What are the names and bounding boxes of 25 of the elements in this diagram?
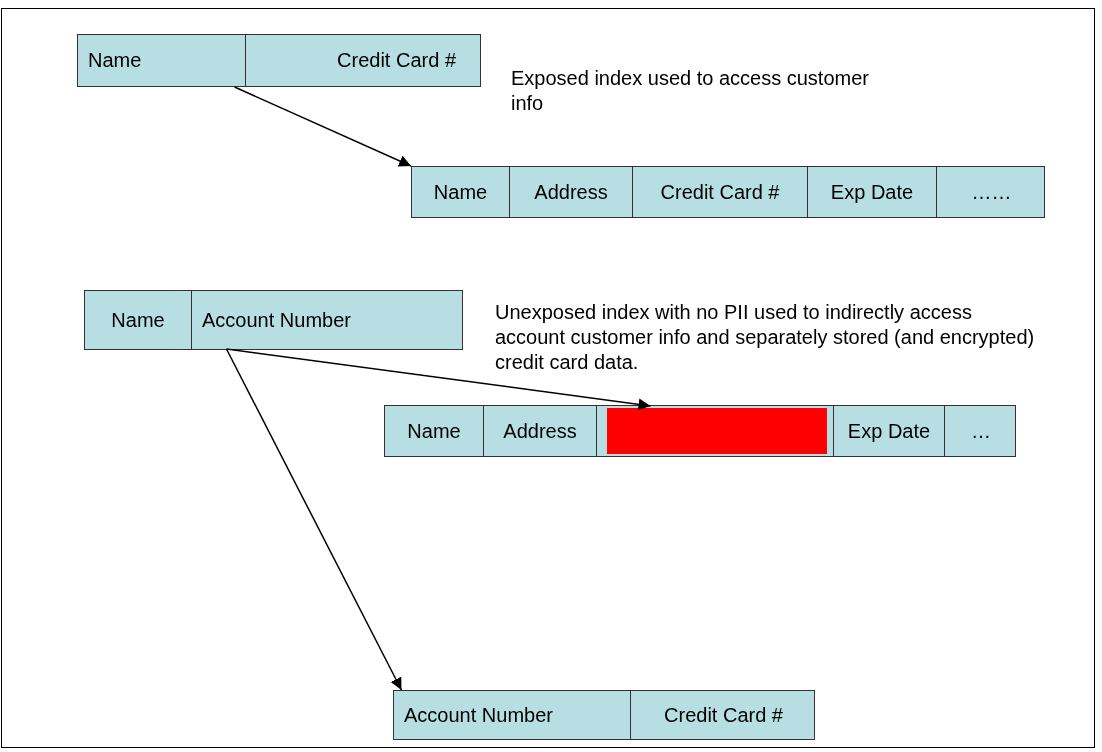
table-cell: Exp Date xyxy=(807,167,936,217)
table-row xyxy=(84,290,463,350)
table-row xyxy=(384,405,1016,457)
table-cell: Account Number xyxy=(394,691,630,739)
arrow xyxy=(225,348,652,411)
table-row xyxy=(411,166,1045,218)
table-cell: Credit Card # xyxy=(245,35,482,86)
table-cell: Address xyxy=(509,167,632,217)
table-cell: Address xyxy=(483,406,596,456)
table-cell: Name xyxy=(412,167,509,217)
note-text: Unexposed index with no PII used to indirectly access account customer info and separately stored (and encrypted) credit card data. xyxy=(495,300,1036,375)
table-cell: Credit Card # xyxy=(630,691,816,739)
table-cell: Credit Card # xyxy=(632,167,807,217)
table-cell: Exp Date xyxy=(833,406,944,456)
table-cell: Name xyxy=(78,35,245,86)
table-row xyxy=(393,690,815,740)
table-cell: Account Number xyxy=(191,291,464,349)
arrow xyxy=(233,86,412,167)
table-cell: … xyxy=(944,406,1017,456)
table-cell: …… xyxy=(936,167,1046,217)
table-cell: Name xyxy=(385,406,483,456)
arrow xyxy=(225,348,403,691)
table-row xyxy=(77,34,481,87)
note-text: Exposed index used to access customer info xyxy=(511,66,870,116)
table-cell: Name xyxy=(85,291,191,349)
